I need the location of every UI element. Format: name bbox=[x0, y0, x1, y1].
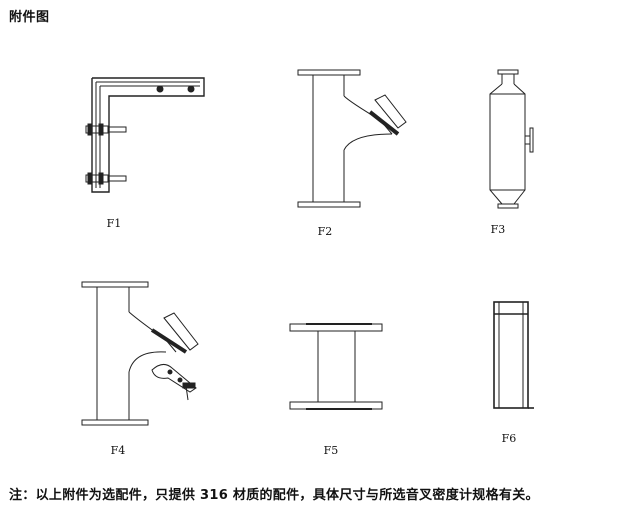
page-title: 附件图 bbox=[9, 10, 50, 25]
figure-f3-vessel-drawing bbox=[489, 69, 534, 209]
figure-label-f4: F4 bbox=[110, 444, 126, 457]
figure-f5-spool-drawing bbox=[289, 323, 383, 410]
figure-label-f1: F1 bbox=[106, 217, 122, 230]
figure-label-f6: F6 bbox=[501, 432, 517, 445]
figure-label-f2: F2 bbox=[317, 225, 333, 238]
figure-f4-y-strainer-drawing bbox=[81, 281, 199, 426]
figure-f1-bracket-drawing bbox=[85, 77, 205, 193]
footnote: 注：以上附件为选配件，只提供 316 材质的配件，具体尺寸与所选音叉密度计规格有… bbox=[9, 488, 539, 503]
figure-label-f5: F5 bbox=[323, 444, 339, 457]
figure-label-f3: F3 bbox=[490, 223, 506, 236]
figure-f2-y-pipe-drawing bbox=[297, 69, 407, 208]
figure-f6-frame-drawing bbox=[493, 301, 534, 409]
